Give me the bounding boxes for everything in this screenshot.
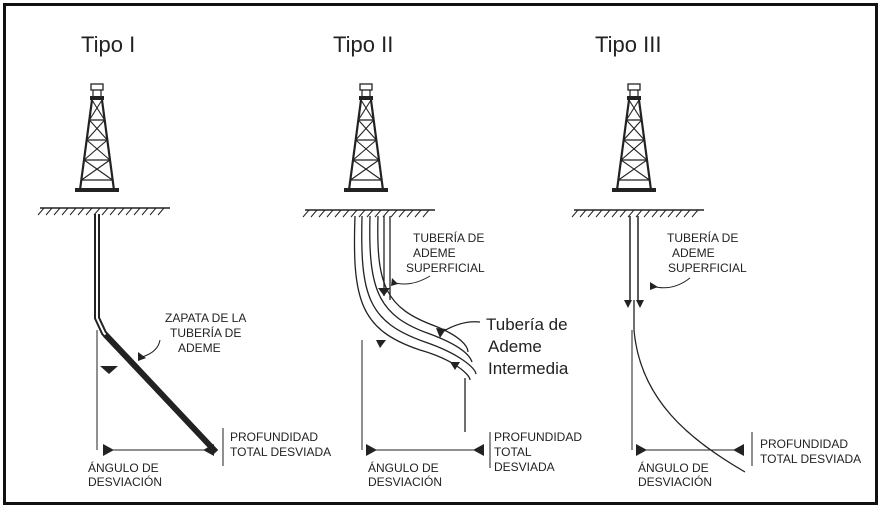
arrow-right-head <box>733 444 744 456</box>
label-intermedia-2: Ademe <box>488 337 542 356</box>
label-angle-2: DESVIACIÓN <box>368 474 442 489</box>
label-intermedia-3: Intermedia <box>488 359 569 378</box>
label-intermedia-1: Tubería de <box>486 315 568 334</box>
label-depth-1: PROFUNDIDAD <box>230 430 318 444</box>
label-angle-1: ÁNGULO DE <box>88 460 159 475</box>
label-depth-3: DESVIADA <box>494 460 555 474</box>
drilling-rig-icon <box>342 82 390 194</box>
label-superficial-3: SUPERFICIAL <box>406 261 485 275</box>
label-zapata-2: TUBERÍA DE <box>170 325 241 340</box>
panel-title-tipo-1: Tipo I <box>81 32 135 57</box>
label-superficial-1: TUBERÍA DE <box>413 230 484 245</box>
wellbore-tipo-3 <box>633 300 746 473</box>
ground-surface <box>302 209 436 218</box>
arrow-left-head <box>636 444 647 456</box>
panel-title-tipo-2: Tipo II <box>333 32 393 57</box>
label-superficial-1: TUBERÍA DE <box>667 230 738 245</box>
label-depth-1: PROFUNDIDAD <box>494 430 582 444</box>
label-angle-1: ÁNGULO DE <box>368 460 439 475</box>
label-depth-2: TOTAL <box>494 445 532 459</box>
arrow-right-head <box>473 444 484 456</box>
label-angle-2: DESVIACIÓN <box>638 474 712 489</box>
arrow-left-head <box>366 444 377 456</box>
label-angle-1: ÁNGULO DE <box>638 460 709 475</box>
label-zapata-3: ADEME <box>178 341 221 355</box>
drilling-rig-icon <box>610 82 658 194</box>
label-superficial-2: ADEME <box>672 246 715 260</box>
label-angle-2: DESVIACIÓN <box>88 474 162 489</box>
label-depth-2: TOTAL DESVIADA <box>230 445 331 459</box>
ground-surface <box>571 209 705 218</box>
panel-title-tipo-3: Tipo III <box>595 32 661 57</box>
label-superficial-2: ADEME <box>413 246 456 260</box>
casing-string-outer <box>353 215 471 381</box>
label-depth-1: PROFUNDIDAD <box>760 437 848 451</box>
casing-string-inner <box>369 215 473 363</box>
casing-shoe-marker <box>100 366 118 374</box>
label-superficial-3: SUPERFICIAL <box>668 261 747 275</box>
arrow-right-head <box>203 444 214 456</box>
arrow-left-head <box>103 444 114 456</box>
drilling-rig-icon <box>73 82 121 194</box>
diagram-frame <box>3 3 878 505</box>
ground-surface <box>37 207 171 216</box>
label-zapata-1: ZAPATA DE LA <box>165 311 246 325</box>
label-depth-2: TOTAL DESVIADA <box>760 452 861 466</box>
